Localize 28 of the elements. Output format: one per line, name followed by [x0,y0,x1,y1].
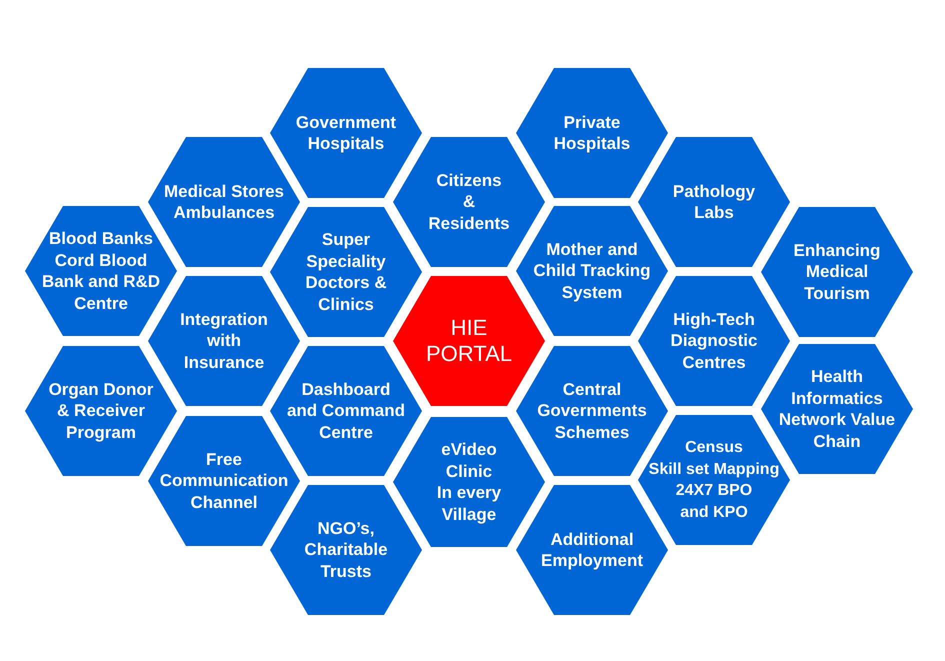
tile-label: Super Speciality Doctors & Clinics [305,229,387,315]
hexagon-tile [516,68,668,198]
tile-label: NGO’s, Charitable Trusts [304,518,388,582]
hexagon-tile [148,416,300,546]
hexagon-tile [270,485,422,615]
tile-label: Free Communication Channel [160,448,288,514]
tile-label: Census Skill set Mapping 24X7 BPO and KPO [648,438,780,522]
tile-label: eVideo Clinic In every Village [436,439,502,525]
hexagon-tile [761,207,913,337]
tile-label: Organ Donor & Receiver Program [48,378,154,444]
tile-label: Health Informatics Network Value Chain [778,366,896,452]
hexagon-tile [516,206,668,336]
tile-label: Private Hospitals [554,112,630,154]
tile-label: Citizens & Residents [428,170,510,234]
hexagon-tile [393,417,545,547]
tile-label: HIE PORTAL [426,315,512,367]
tile-label: Integration with Insurance [180,308,268,374]
tile-label: Central Governments Schemes [537,378,647,444]
tile-label: Medical Stores Ambulances [164,180,284,224]
tile-label: Enhancing Medical Tourism [794,240,880,304]
tile-label: Dashboard and Command Centre [286,378,406,444]
tile-label: Government Hospitals [296,112,396,154]
tile-label: Additional Employment [540,528,644,572]
tile-label: Blood Banks Cord Blood Bank and R&D Centre [42,228,160,314]
tile-label: Pathology Labs [672,180,756,224]
tile-label: Mother and Child Tracking System [533,238,651,304]
tile-label: High-Tech Diagnostic Centres [670,308,758,374]
hexagon-tile [516,485,668,615]
